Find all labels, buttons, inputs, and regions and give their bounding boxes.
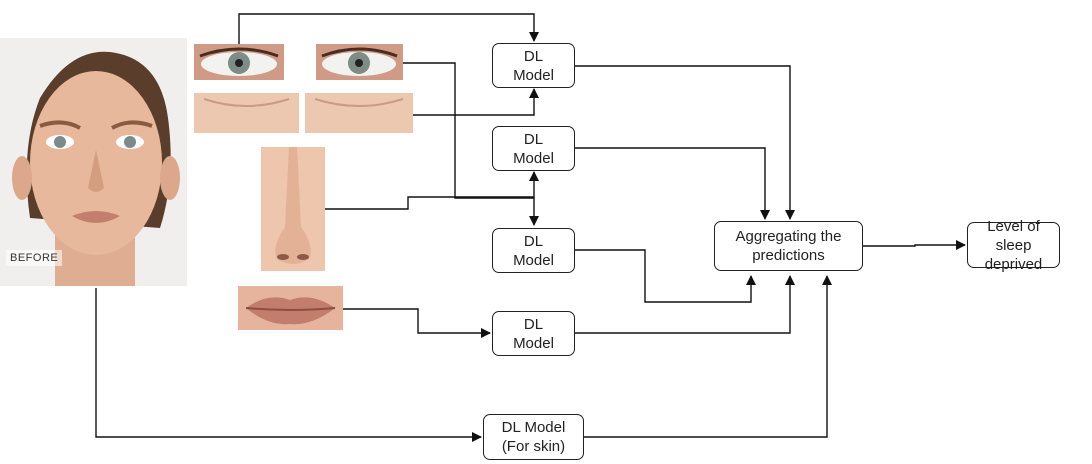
edge-nose-to-nose-model [325, 171, 539, 210]
sleep-deprivation-output-box: Level of sleep deprived [967, 218, 1060, 273]
lips-crop [238, 286, 343, 330]
eye-illustration [194, 44, 284, 80]
undereye-illustration [314, 98, 404, 107]
left-eye-crop [194, 44, 284, 80]
aggregate-predictions-box: Aggregating the predictions [714, 221, 863, 271]
edge-eye-to-eyes-model [238, 13, 539, 44]
undereye-illustration [203, 98, 290, 107]
edge-aggregate-to-output [863, 240, 966, 250]
face-illustration [0, 38, 187, 286]
edge-skin-model-to-aggregate [584, 275, 832, 438]
lips-dl-model-box: DL Model [492, 311, 575, 356]
edge-eyes-model-to-aggregate [575, 65, 795, 220]
edge-lips-model-to-aggregate [575, 275, 795, 334]
edge-mid-model-to-aggregate [575, 249, 756, 303]
nose-crop [261, 147, 325, 271]
edge-face-to-skin-model [95, 288, 482, 442]
right-undereye-crop [305, 93, 413, 133]
nose-dl-model-box: DL Model [492, 126, 575, 171]
nose-illustration [275, 147, 311, 264]
left-undereye-crop [194, 93, 299, 133]
edge-nose-model-to-aggregate [575, 147, 770, 220]
edge-undereye-to-eyes-model [413, 88, 539, 116]
right-eye-crop [316, 44, 403, 80]
face-photo [0, 38, 187, 286]
skin-dl-model-box: DL Model (For skin) [483, 414, 584, 460]
eyes-dl-model-box: DL Model [492, 43, 575, 88]
face-badge: BEFORE [6, 250, 63, 266]
lips-illustration [245, 297, 336, 325]
mid-dl-model-box: DL Model [492, 228, 575, 273]
edge-lips-to-lips-model [343, 308, 491, 338]
eye-illustration [316, 44, 403, 80]
edge-right-eye-to-mid-model [403, 62, 539, 226]
